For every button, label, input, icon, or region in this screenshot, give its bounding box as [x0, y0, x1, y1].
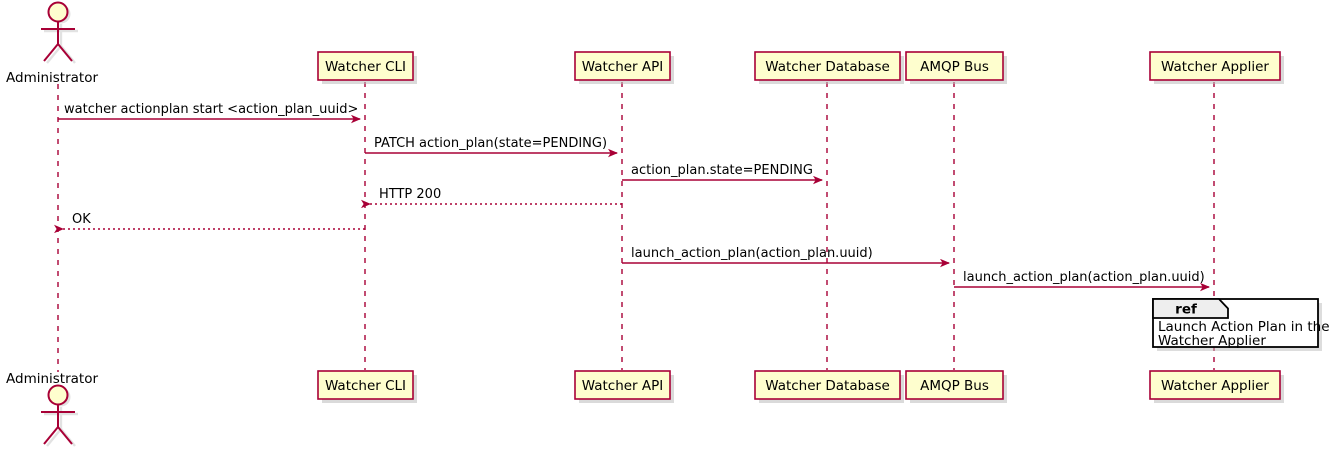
participant-rect — [754, 51, 901, 81]
participant-label-watcher-api-bottom: Watcher API — [582, 378, 664, 394]
message-label: HTTP 200 — [379, 187, 441, 202]
participant-label-watcher-applier-top: Watcher Applier — [1161, 59, 1269, 75]
message-label: watcher actionplan start <action_plan_uu… — [64, 102, 358, 117]
participant-box-watcher-applier-bottom[interactable]: Watcher Applier — [1149, 370, 1284, 403]
participant-label-amqp-bus-bottom: AMQP Bus — [920, 378, 989, 394]
lifelines-group — [57, 82, 1215, 372]
participant-rect — [905, 51, 1004, 81]
message-4[interactable]: HTTP 200 — [361, 187, 622, 209]
ref-fragment[interactable]: ref Launch Action Plan in the Watcher Ap… — [1152, 298, 1330, 351]
participant-label-watcher-cli-top: Watcher CLI — [325, 59, 406, 75]
message-label: action_plan.state=PENDING — [631, 163, 813, 178]
actor-head-icon — [47, 384, 69, 406]
message-6[interactable]: launch_action_plan(action_plan.uuid) — [622, 246, 950, 268]
participant-box-amqp-bus-top[interactable]: AMQP Bus — [905, 51, 1007, 84]
participant-rect — [1149, 51, 1281, 81]
participant-rect — [574, 370, 671, 400]
actor-leg-right-icon — [57, 426, 73, 445]
participant-label-watcher-api-top: Watcher API — [582, 59, 664, 75]
participant-box-amqp-bus-bottom[interactable]: AMQP Bus — [905, 370, 1007, 403]
participant-label-watcher-cli-bottom: Watcher CLI — [325, 378, 406, 394]
message-2[interactable]: PATCH action_plan(state=PENDING) — [365, 136, 618, 158]
participant-label-watcher-applier-bottom: Watcher Applier — [1161, 378, 1269, 394]
participant-rect — [1149, 370, 1281, 400]
participant-rect — [574, 51, 671, 81]
participant-box-watcher-cli-top[interactable]: Watcher CLI — [317, 51, 417, 84]
actor-leg-left-icon — [43, 426, 59, 445]
participant-label-watcher-database-top: Watcher Database — [765, 59, 890, 75]
participant-box-watcher-api-bottom[interactable]: Watcher API — [574, 370, 674, 403]
actor-leg-right-icon — [57, 43, 73, 62]
actor-label-administrator-bottom: Administrator — [6, 371, 98, 387]
message-label: launch_action_plan(action_plan.uuid) — [963, 270, 1205, 285]
participant-rect — [317, 370, 414, 400]
message-label: OK — [72, 212, 91, 227]
participant-box-watcher-api-top[interactable]: Watcher API — [574, 51, 674, 84]
participant-box-watcher-cli-bottom[interactable]: Watcher CLI — [317, 370, 417, 403]
actor-leg-left-icon — [43, 43, 59, 62]
participant-rect — [905, 370, 1004, 400]
message-label: PATCH action_plan(state=PENDING) — [374, 136, 607, 151]
participant-box-watcher-applier-top[interactable]: Watcher Applier — [1149, 51, 1284, 84]
ref-body-line-1: Launch Action Plan in the — [1158, 319, 1330, 335]
participant-box-watcher-database-top[interactable]: Watcher Database — [754, 51, 904, 84]
actor-label-administrator-top: Administrator — [6, 70, 98, 86]
actor-head-icon — [47, 1, 69, 23]
message-3[interactable]: action_plan.state=PENDING — [622, 163, 823, 185]
participant-box-watcher-database-bottom[interactable]: Watcher Database — [754, 370, 904, 403]
ref-tab-shape — [1152, 298, 1229, 319]
participant-label-amqp-bus-top: AMQP Bus — [920, 59, 989, 75]
message-7[interactable]: launch_action_plan(action_plan.uuid) — [954, 270, 1210, 292]
actor-administrator-bottom[interactable]: Administrator — [6, 371, 98, 447]
participant-rect — [754, 370, 901, 400]
participant-rect — [317, 51, 414, 81]
ref-body-line-2: Watcher Applier — [1158, 333, 1266, 349]
participant-label-watcher-database-bottom: Watcher Database — [765, 378, 890, 394]
message-label: launch_action_plan(action_plan.uuid) — [631, 246, 873, 261]
ref-tab-label: ref — [1175, 302, 1197, 318]
message-5[interactable]: OK — [54, 212, 365, 234]
actor-administrator-top[interactable]: Administrator — [6, 1, 98, 87]
message-1[interactable]: watcher actionplan start <action_plan_uu… — [58, 102, 361, 124]
